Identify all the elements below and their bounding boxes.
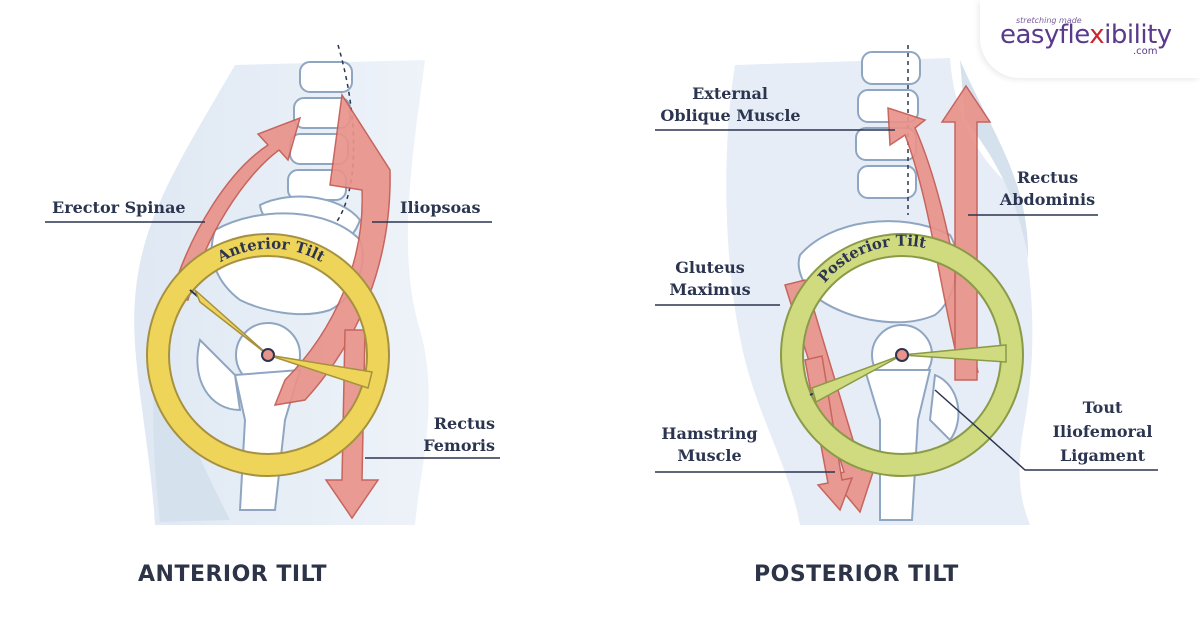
label-external-oblique-line2: Oblique Muscle	[660, 106, 801, 125]
label-hamstring-line2: Muscle	[677, 446, 742, 465]
spine-left	[258, 61, 362, 247]
logo-brand-part3: ibility	[1104, 20, 1172, 50]
label-rectus-abdominis-line2: Abdominis	[999, 190, 1096, 209]
label-rectus-abdominis-line1: Rectus	[1016, 168, 1079, 187]
logo-domain: .com	[1133, 46, 1158, 57]
label-erector-spinae: Erector Spinae	[52, 198, 186, 217]
logo-brand-part1: easyfle	[1000, 20, 1090, 50]
iliopsoas-arrow	[273, 92, 391, 406]
label-rectus-femoris-line2: Femoris	[423, 436, 495, 455]
logo-tagline: stretching made	[1016, 16, 1082, 25]
rectus-abdominis-arrow	[940, 84, 992, 381]
label-iliopsoas: Iliopsoas	[400, 198, 481, 217]
body-shade-left	[153, 330, 230, 522]
label-gluteus-maximus-line1: Gluteus	[675, 258, 745, 277]
label-rectus-femoris-line1: Rectus	[433, 414, 495, 433]
logo-brand: easyflexibility	[1000, 20, 1172, 50]
posterior-tilt-title: POSTERIOR TILT	[754, 562, 959, 587]
logo-brand-x: x	[1089, 20, 1105, 50]
spine-right	[855, 51, 921, 199]
posterior-tilt-ring	[780, 233, 1024, 477]
label-hamstring-line1: Hamstring	[661, 424, 758, 443]
label-iliofemoral-line3: Ligament	[1059, 446, 1145, 465]
anterior-tilt-title: ANTERIOR TILT	[138, 562, 327, 587]
label-external-oblique-line1: External	[692, 84, 768, 103]
anterior-tilt-ring	[146, 233, 390, 477]
leader-lines	[45, 129, 1158, 473]
label-iliofemoral-line1: Tout	[1082, 398, 1123, 417]
anterior-panel	[134, 44, 429, 525]
easyflexibility-logo[interactable]: stretching made easyflexibility .com	[980, 0, 1200, 78]
label-gluteus-maximus-line2: Maximus	[669, 280, 751, 299]
label-iliofemoral-line2: Iliofemoral	[1052, 422, 1153, 441]
